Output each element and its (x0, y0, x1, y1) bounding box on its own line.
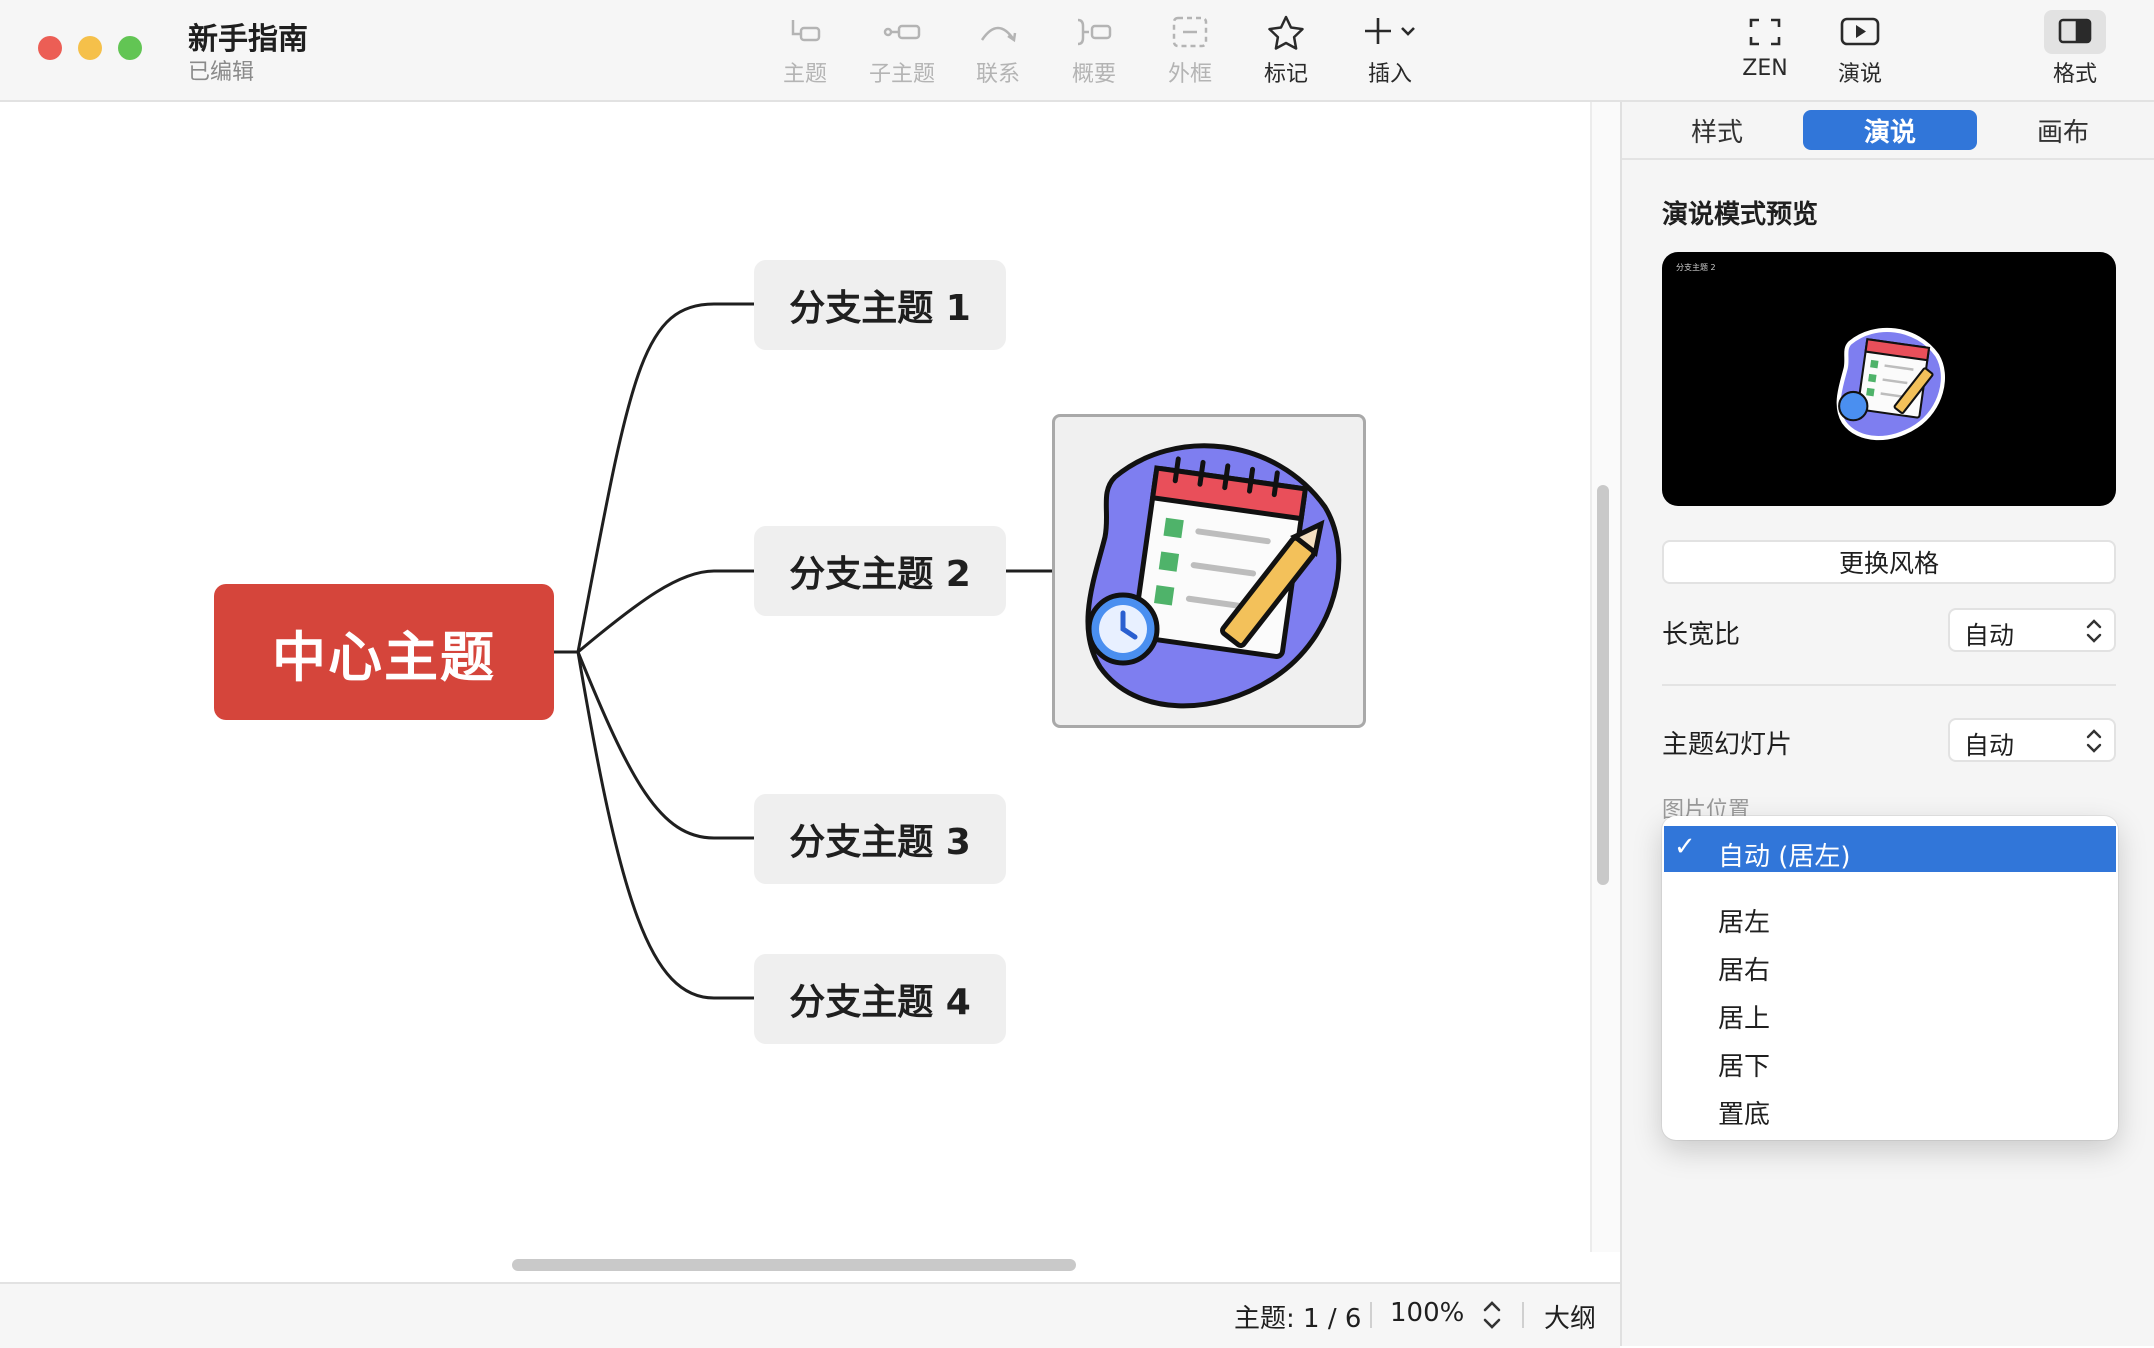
status-bar (0, 1282, 1620, 1348)
branch-topic-2[interactable]: 分支主题 2 (754, 526, 1006, 616)
summary-button[interactable]: 概要 (1039, 10, 1149, 90)
format-label: 格式 (2052, 62, 2097, 87)
marker-button[interactable]: 标记 (1231, 10, 1341, 90)
play-icon (1840, 17, 1880, 46)
tab-pitch[interactable]: 演说 (1803, 110, 1977, 150)
subtopic-button[interactable]: 子主题 (847, 10, 957, 90)
aspect-ratio-value: 自动 (1964, 621, 2015, 650)
topic-slides-select[interactable]: 自动 (1948, 718, 2116, 762)
menu-item-left[interactable]: 居左 (1718, 908, 1771, 938)
outline-button[interactable]: 大纲 (1544, 1304, 1597, 1334)
horizontal-scroll-thumb[interactable] (512, 1259, 1076, 1271)
document-status: 已编辑 (188, 60, 255, 85)
zoom-level[interactable]: 100% (1390, 1298, 1465, 1328)
preview-heading: 演说模式预览 (1662, 200, 1819, 230)
topic-slides-value: 自动 (1964, 731, 2015, 760)
topic-button[interactable]: 主题 (750, 10, 860, 90)
pitch-preview[interactable] (1662, 252, 2116, 506)
panel-tabs (1622, 102, 2154, 160)
up-down-chevron-icon (2086, 729, 2102, 753)
plus-icon (1365, 18, 1415, 44)
boundary-icon (1172, 16, 1208, 48)
relation-label: 联系 (975, 62, 1020, 87)
topic-slides-label: 主题幻灯片 (1662, 730, 1793, 760)
status-divider (1370, 1302, 1372, 1328)
boundary-button[interactable]: 外框 (1135, 10, 1245, 90)
tab-style[interactable]: 样式 (1690, 117, 1743, 148)
zen-label: ZEN (1742, 56, 1788, 81)
insert-label: 插入 (1367, 62, 1412, 87)
star-icon (1268, 15, 1304, 50)
status-divider (1522, 1302, 1524, 1328)
menu-item-auto-left[interactable] (1664, 826, 2116, 872)
topic-icon (791, 20, 821, 42)
format-button[interactable]: 格式 (2020, 10, 2130, 90)
section-divider (1662, 684, 2116, 686)
close-window-button[interactable] (38, 36, 62, 60)
branch-topic-4[interactable]: 分支主题 4 (754, 954, 1006, 1044)
aspect-ratio-label: 长宽比 (1662, 620, 1741, 650)
boundary-label: 外框 (1167, 62, 1212, 87)
topic-label: 主题 (782, 62, 827, 87)
menu-item-label: 自动 (居左) (1718, 842, 1851, 872)
zen-button[interactable]: ZEN (1710, 10, 1820, 90)
zoom-stepper-icon[interactable] (1478, 1298, 1506, 1332)
relation-button[interactable]: 联系 (943, 10, 1053, 90)
image-topic[interactable] (1052, 414, 1366, 728)
subtopic-icon (883, 24, 921, 40)
insert-button[interactable]: 插入 (1335, 10, 1445, 90)
connector-lines (554, 302, 1056, 1000)
aspect-ratio-select[interactable]: 自动 (1948, 608, 2116, 652)
topic-count: 主题: 1 / 6 (1234, 1304, 1362, 1334)
marker-label: 标记 (1263, 62, 1308, 87)
up-down-chevron-icon (2086, 619, 2102, 643)
zoom-window-button[interactable] (118, 36, 142, 60)
menu-item-bottom[interactable]: 居下 (1718, 1052, 1771, 1082)
change-style-button[interactable]: 更换风格 (1662, 540, 2116, 584)
menu-item-background[interactable]: 置底 (1718, 1100, 1771, 1130)
title-bar (0, 0, 2154, 102)
document-title: 新手指南 (188, 22, 308, 57)
preview-image (1836, 327, 1946, 441)
fullscreen-icon (1749, 18, 1781, 46)
summary-label: 概要 (1071, 62, 1116, 87)
menu-item-top[interactable]: 居上 (1718, 1004, 1771, 1034)
subtopic-label: 子主题 (868, 62, 935, 87)
branch-topic-3[interactable]: 分支主题 3 (754, 794, 1006, 884)
summary-icon (1077, 18, 1112, 46)
vertical-scroll-thumb[interactable] (1597, 485, 1609, 885)
tab-canvas[interactable]: 画布 (2036, 117, 2089, 148)
preview-slide-title: 分支主题 2 (1676, 263, 1716, 272)
minimize-window-button[interactable] (78, 36, 102, 60)
checkmark-icon: ✓ (1674, 832, 1696, 862)
branch-topic-1[interactable]: 分支主题 1 (754, 260, 1006, 350)
checklist-calendar-image (1085, 443, 1342, 709)
relation-icon (980, 26, 1017, 43)
menu-item-right[interactable]: 居右 (1718, 956, 1771, 986)
sidebar-panel-icon (2058, 18, 2092, 44)
central-topic[interactable]: 中心主题 (214, 584, 554, 720)
pitch-button[interactable]: 演说 (1805, 10, 1915, 90)
pitch-label: 演说 (1837, 62, 1882, 87)
